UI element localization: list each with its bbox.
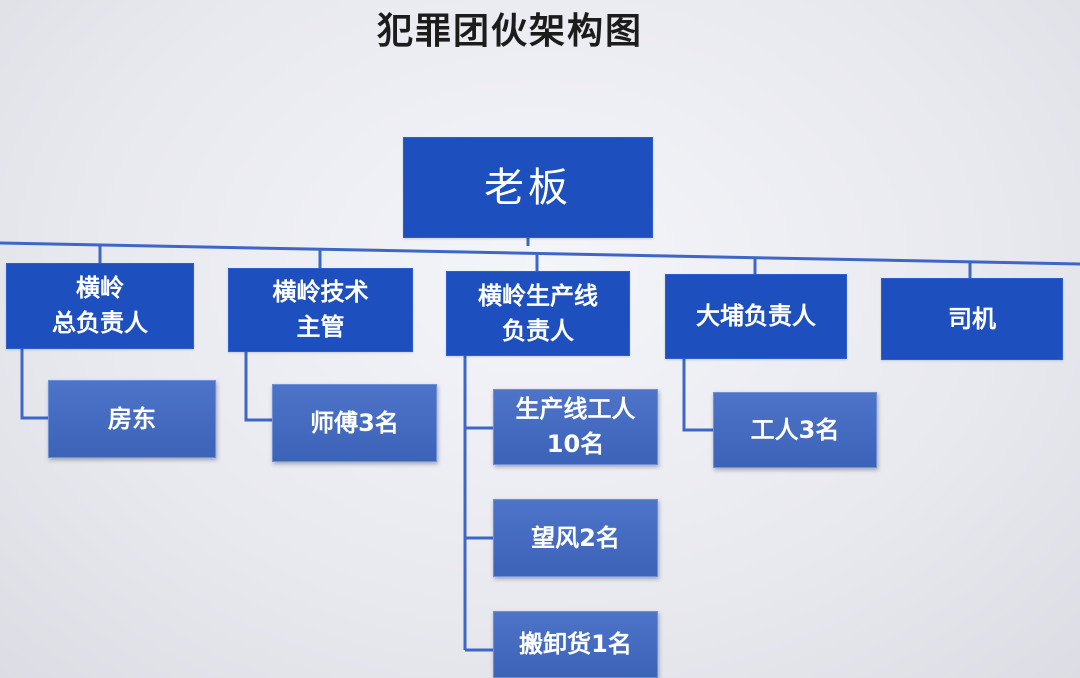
node-sub-label: 工人3名 [750, 415, 840, 444]
connector-sub-1 [20, 348, 48, 420]
node-boss: 老板 [403, 137, 653, 238]
node-boss-label: 老板 [484, 164, 572, 211]
node-sub-lookouts: 望风2名 [493, 499, 658, 577]
node-manager-label: 横岭生产线 负责人 [478, 281, 598, 345]
node-sub-line-workers: 生产线工人 10名 [493, 389, 658, 465]
node-sub-landlord: 房东 [48, 380, 216, 458]
node-sub-label: 生产线工人 10名 [515, 395, 636, 458]
connector-bus [0, 241, 1080, 266]
node-manager-label: 司机 [948, 304, 996, 333]
node-manager-driver: 司机 [881, 278, 1063, 360]
node-sub-dapu-workers: 工人3名 [713, 392, 877, 468]
diagram-title: 犯罪团伙架构图 [376, 10, 643, 52]
node-manager-hengling-general: 横岭 总负责人 [6, 263, 194, 349]
connector-sub-2 [244, 350, 272, 422]
node-sub-masters: 师傅3名 [272, 384, 437, 462]
node-sub-label: 搬卸货1名 [519, 630, 632, 659]
node-manager-dapu: 大埔负责人 [665, 274, 847, 359]
node-manager-label: 大埔负责人 [696, 302, 816, 331]
node-manager-label: 横岭 总负责人 [52, 274, 148, 337]
node-sub-unloader: 搬卸货1名 [493, 611, 658, 678]
node-sub-label: 师傅3名 [310, 408, 399, 437]
node-manager-hengling-production: 横岭生产线 负责人 [446, 271, 630, 356]
node-sub-label: 房东 [108, 404, 156, 433]
node-sub-label: 望风2名 [531, 523, 620, 552]
node-manager-label: 横岭技术 主管 [272, 278, 369, 341]
connector-sub-6 [682, 358, 713, 432]
node-manager-hengling-tech: 横岭技术 主管 [228, 268, 413, 352]
